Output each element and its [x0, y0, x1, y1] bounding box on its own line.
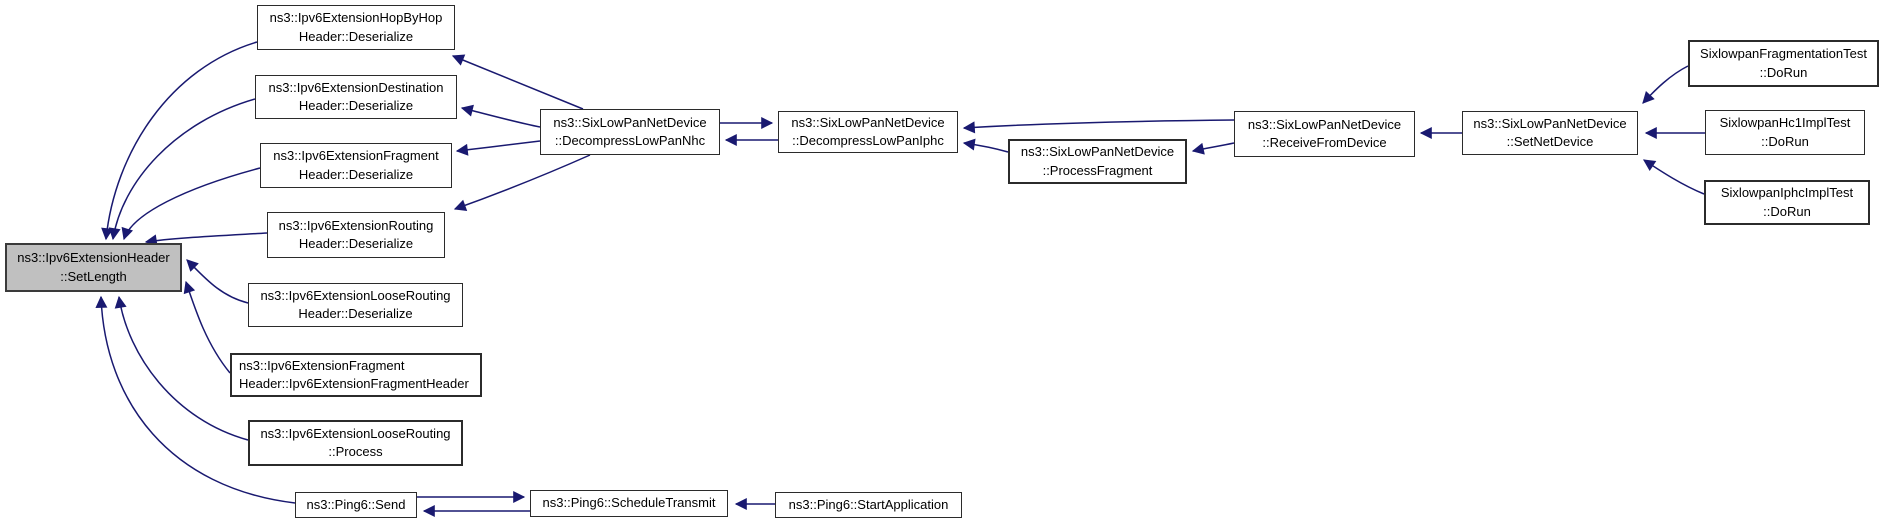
node-iphc-test-dorun[interactable]: SixlowpanIphcImplTest ::DoRun: [1704, 180, 1870, 225]
node-fragmentation-test-line1: SixlowpanFragmentationTest: [1700, 46, 1867, 62]
node-iphc-test-line1: SixlowpanIphcImplTest: [1720, 185, 1854, 201]
node-decompress-iphc-line2: ::DecompressLowPanIphc: [792, 133, 944, 148]
node-routing-deserialize-line1: ns3::Ipv6ExtensionRouting: [278, 217, 434, 233]
node-ping6-send-line1: ns3::Ping6::Send: [306, 496, 406, 512]
node-fragment-deserialize-line1: ns3::Ipv6ExtensionFragment: [273, 148, 439, 164]
node-decompress-nhc-line1: ns3::SixLowPanNetDevice: [553, 114, 707, 130]
node-hc1-test-line1: SixlowpanHc1ImplTest: [1719, 115, 1851, 131]
node-decompress-iphc[interactable]: ns3::SixLowPanNetDevice ::DecompressLowP…: [778, 111, 958, 153]
edge-receive-to-processfragment: [1191, 142, 1235, 155]
node-looserouting-process[interactable]: ns3::Ipv6ExtensionLooseRouting ::Process: [248, 420, 463, 466]
edge-looserouting-deserialize-to-setlength: [186, 259, 249, 304]
node-start-application[interactable]: ns3::Ping6::StartApplication: [775, 492, 962, 518]
node-set-net-device-line1: ns3::SixLowPanNetDevice: [1473, 115, 1627, 131]
edge-destination-to-setlength: [108, 98, 256, 241]
node-fragmentation-test-line2: ::DoRun: [1759, 64, 1808, 80]
node-decompress-iphc-line1: ns3::SixLowPanNetDevice: [791, 114, 945, 130]
node-fragmentation-test-dorun[interactable]: SixlowpanFragmentationTest ::DoRun: [1688, 40, 1879, 87]
edge-receive-to-iphc: [962, 119, 1235, 134]
node-setlength-line1: ns3::Ipv6ExtensionHeader: [17, 250, 170, 266]
edge-nhc-to-hopbyhop: [451, 54, 584, 110]
node-receive-from-device-line1: ns3::SixLowPanNetDevice: [1247, 116, 1402, 132]
node-fragment-ctor-line1: ns3::Ipv6ExtensionFragment: [239, 357, 405, 373]
node-hc1-test-line2: ::DoRun: [1761, 133, 1809, 149]
edge-iphctest-to-setnetdevice: [1643, 159, 1705, 195]
edge-send-to-setlength: [95, 295, 296, 504]
node-process-fragment-line2: ::ProcessFragment: [1042, 162, 1153, 178]
node-receive-from-device[interactable]: ns3::SixLowPanNetDevice ::ReceiveFromDev…: [1234, 111, 1415, 157]
node-looserouting-process-line1: ns3::Ipv6ExtensionLooseRouting: [260, 425, 451, 441]
edge-hopbyhop-to-setlength: [101, 41, 258, 241]
edge-nhc-to-destination: [460, 104, 541, 128]
node-schedule-transmit-line1: ns3::Ping6::ScheduleTransmit: [542, 495, 716, 511]
edge-fragtest-to-setnetdevice: [1642, 65, 1689, 104]
edge-fragment-ctor-to-setlength: [183, 280, 231, 374]
node-process-fragment-line1: ns3::SixLowPanNetDevice: [1020, 144, 1175, 160]
edge-process-to-setlength: [114, 295, 249, 441]
node-hopbyhop-line1: ns3::Ipv6ExtensionHopByHop: [269, 10, 443, 26]
node-looserouting-deserialize[interactable]: ns3::Ipv6ExtensionLooseRouting Header::D…: [248, 283, 463, 327]
node-looserouting-deserialize-line1: ns3::Ipv6ExtensionLooseRouting: [260, 287, 451, 303]
node-routing-deserialize-line2: Header::Deserialize: [298, 236, 414, 251]
node-set-net-device[interactable]: ns3::SixLowPanNetDevice ::SetNetDevice: [1462, 111, 1638, 155]
node-ping6-send[interactable]: ns3::Ping6::Send: [295, 492, 417, 518]
node-destination-line2: Header::Deserialize: [298, 98, 414, 113]
node-decompress-nhc[interactable]: ns3::SixLowPanNetDevice ::DecompressLowP…: [540, 109, 720, 155]
node-start-application-line1: ns3::Ping6::StartApplication: [788, 496, 949, 512]
node-fragment-deserialize-line2: Header::Deserialize: [298, 166, 414, 182]
node-set-net-device-line2: ::SetNetDevice: [1506, 134, 1594, 149]
edge-fragment-deserialize-to-setlength: [121, 167, 261, 241]
edge-nhc-to-routing: [453, 154, 591, 211]
node-fragment-header-ctor[interactable]: ns3::Ipv6ExtensionFragment Header::Ipv6E…: [230, 353, 482, 397]
node-routing-deserialize[interactable]: ns3::Ipv6ExtensionRouting Header::Deseri…: [267, 212, 445, 258]
node-hopbyhop-deserialize[interactable]: ns3::Ipv6ExtensionHopByHop Header::Deser…: [257, 5, 455, 50]
node-fragment-deserialize[interactable]: ns3::Ipv6ExtensionFragment Header::Deser…: [260, 143, 452, 188]
node-process-fragment[interactable]: ns3::SixLowPanNetDevice ::ProcessFragmen…: [1008, 139, 1187, 184]
node-fragment-ctor-line2: Header::Ipv6ExtensionFragmentHeader: [239, 376, 469, 391]
node-hc1-test-dorun[interactable]: SixlowpanHc1ImplTest ::DoRun: [1705, 110, 1865, 155]
node-looserouting-deserialize-line2: Header::Deserialize: [298, 306, 413, 321]
node-receive-from-device-line2: ::ReceiveFromDevice: [1262, 135, 1387, 150]
node-schedule-transmit[interactable]: ns3::Ping6::ScheduleTransmit: [530, 490, 728, 517]
node-hopbyhop-line2: Header::Deserialize: [298, 28, 414, 44]
node-iphc-test-line2: ::DoRun: [1763, 203, 1811, 219]
node-destination-deserialize[interactable]: ns3::Ipv6ExtensionDestination Header::De…: [255, 75, 457, 119]
node-setlength: ns3::Ipv6ExtensionHeader ::SetLength: [5, 243, 182, 292]
node-looserouting-process-line2: ::Process: [328, 444, 383, 459]
node-setlength-line2: ::SetLength: [60, 268, 127, 284]
node-destination-line1: ns3::Ipv6ExtensionDestination: [268, 79, 444, 95]
node-decompress-nhc-line2: ::DecompressLowPanNhc: [554, 133, 706, 148]
edge-routing-to-setlength: [144, 232, 268, 247]
edge-nhc-to-fragment: [455, 140, 541, 156]
edge-processfragment-to-iphc: [962, 138, 1009, 153]
